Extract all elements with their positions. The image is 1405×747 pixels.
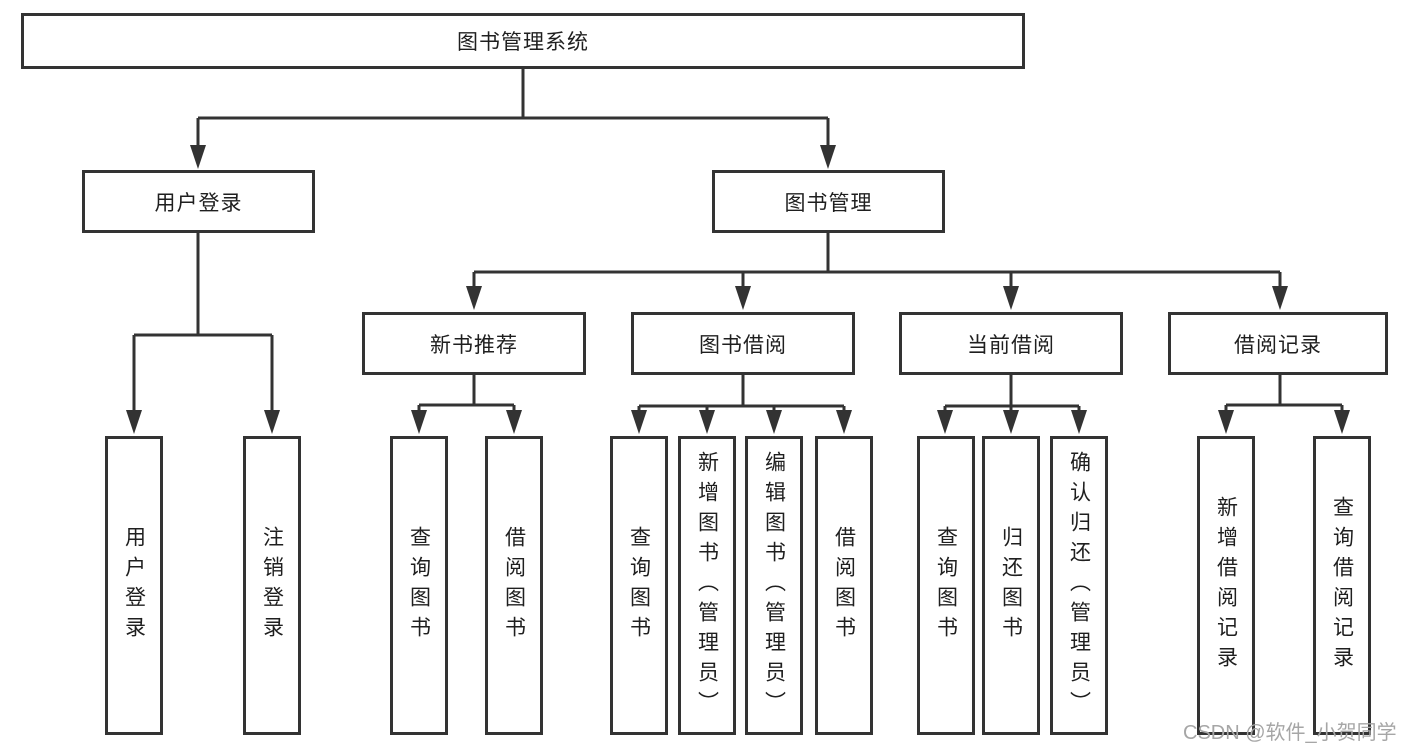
node-label: 查询图书 — [407, 525, 431, 646]
node-label: 归还图书 — [999, 525, 1023, 646]
node-label: 图书管理 — [784, 191, 873, 215]
connector-user-login — [132, 233, 274, 412]
node-borrow-records: 借阅记录 — [1168, 312, 1388, 375]
node-label: 图书借阅 — [699, 333, 787, 357]
node-book-manage: 图书管理 — [712, 170, 945, 233]
leaf-borrow-books: 借阅图书 — [815, 436, 873, 735]
node-root-system: 图书管理系统 — [21, 13, 1025, 69]
leaf-confirm-return-admin: 确认归还（管理员） — [1050, 436, 1108, 735]
connector-book-manage — [472, 233, 1282, 288]
node-label: 用户登录 — [154, 191, 243, 215]
leaf-query-books-recommend: 查询图书 — [390, 436, 448, 735]
node-label: 用户登录 — [122, 525, 146, 646]
node-label: 编辑图书（管理员） — [762, 450, 786, 721]
node-new-books: 新书推荐 — [362, 312, 586, 375]
node-label: 新书推荐 — [430, 333, 518, 357]
leaf-edit-books-admin: 编辑图书（管理员） — [745, 436, 803, 735]
leaf-user-login: 用户登录 — [105, 436, 163, 735]
leaf-query-borrow-record: 查询借阅记录 — [1313, 436, 1371, 735]
node-label: 图书管理系统 — [457, 31, 589, 54]
node-label: 确认归还（管理员） — [1067, 450, 1091, 721]
leaf-return-books: 归还图书 — [982, 436, 1040, 735]
connector-current-borrow — [943, 375, 1081, 412]
node-label: 查询图书 — [627, 525, 651, 646]
node-label: 借阅记录 — [1234, 333, 1322, 357]
node-label: 新增借阅记录 — [1214, 495, 1238, 676]
node-label: 新增图书（管理员） — [695, 450, 719, 721]
node-label: 查询图书 — [934, 525, 958, 646]
node-label: 借阅图书 — [502, 525, 526, 646]
connector-new-books — [417, 375, 516, 412]
leaf-logout: 注销登录 — [243, 436, 301, 735]
node-book-borrow: 图书借阅 — [631, 312, 855, 375]
leaf-query-books-borrow: 查询图书 — [610, 436, 668, 735]
connector-borrow-records — [1224, 375, 1344, 412]
connector-root — [196, 69, 830, 147]
connector-book-borrow — [637, 375, 846, 412]
csdn-watermark: CSDN @软件_小贺同学 — [1183, 722, 1397, 744]
node-label: 注销登录 — [260, 525, 284, 646]
leaf-add-borrow-record: 新增借阅记录 — [1197, 436, 1255, 735]
node-label: 当前借阅 — [967, 333, 1055, 357]
arrowheads — [126, 145, 1350, 434]
leaf-add-books-admin: 新增图书（管理员） — [678, 436, 736, 735]
node-label: 查询借阅记录 — [1330, 495, 1354, 676]
node-label: 借阅图书 — [832, 525, 856, 646]
node-user-login: 用户登录 — [82, 170, 315, 233]
leaf-borrow-books-recommend: 借阅图书 — [485, 436, 543, 735]
leaf-query-books-current: 查询图书 — [917, 436, 975, 735]
node-current-borrow: 当前借阅 — [899, 312, 1123, 375]
